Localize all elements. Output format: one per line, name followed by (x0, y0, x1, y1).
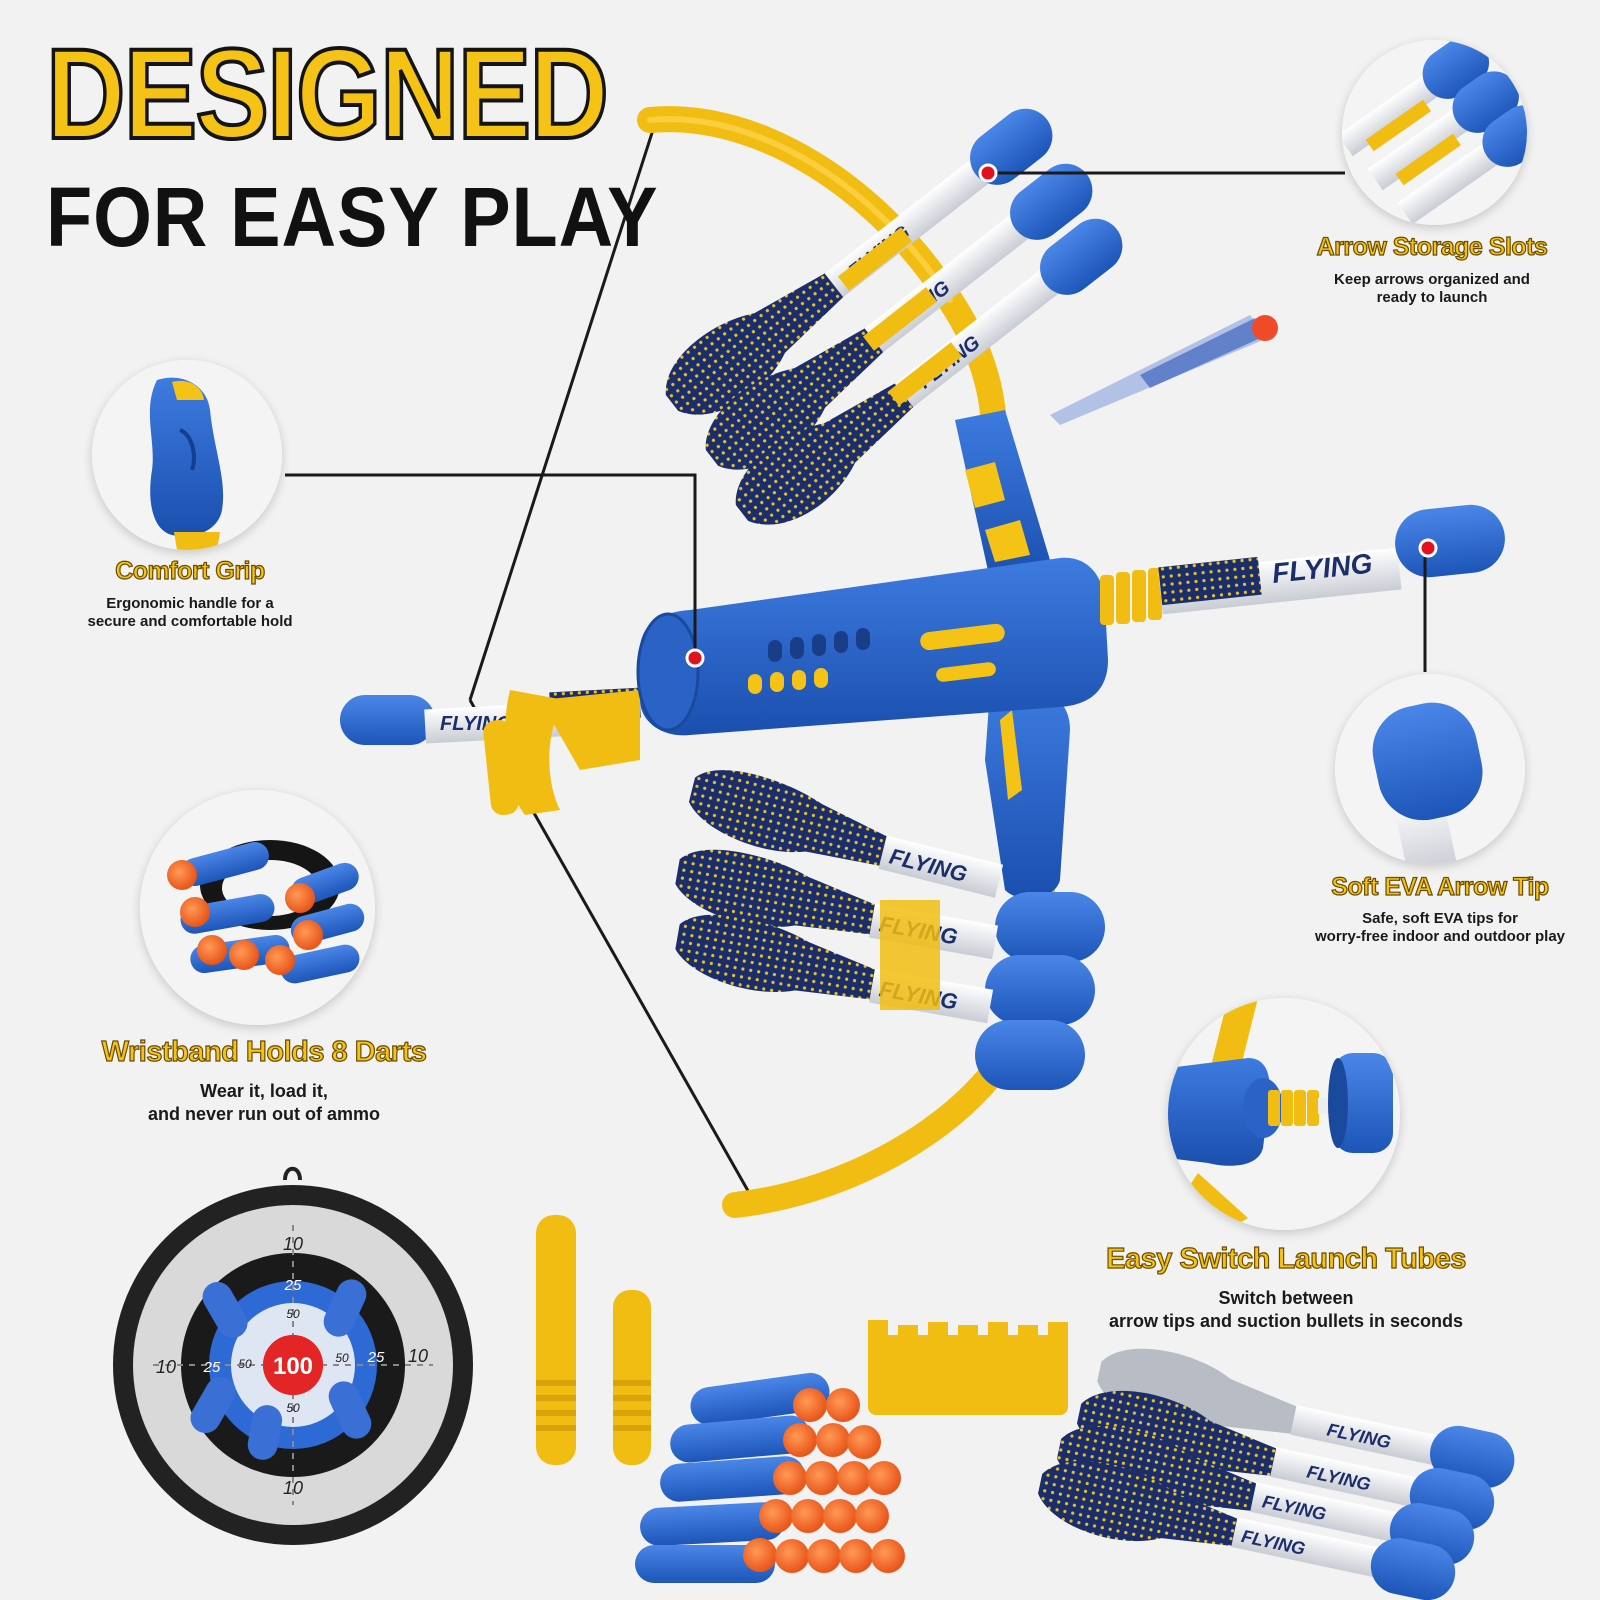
loose-arrow-pile: FLYING FLYING FLYING FLYING (1038, 1348, 1515, 1600)
barrel-vents (748, 623, 1005, 694)
svg-text:10: 10 (283, 1234, 303, 1254)
target-center-score: 100 (273, 1353, 313, 1380)
grip-callout-image (92, 360, 282, 550)
tip-description: Safe, soft EVA tips for worry-free indoo… (1314, 910, 1566, 945)
tip-marker (1418, 538, 1438, 558)
tip-title: Soft EVA Arrow Tip (1331, 872, 1550, 901)
svg-text:50: 50 (238, 1357, 252, 1371)
svg-text:10: 10 (156, 1357, 176, 1377)
target-board: 100 10 10 10 10 25 25 25 50 50 50 50 (113, 1166, 473, 1545)
lower-arrow-stack: FLYING FLYING FLYING (675, 770, 1105, 1090)
headline-secondary: FOR EASY PLAY (46, 170, 659, 264)
rear-foam-tip (340, 695, 435, 745)
storage-callout-image (1342, 40, 1527, 225)
tubes-title: Easy Switch Launch Tubes (1106, 1242, 1467, 1275)
wristband-description: Wear it, load it, and never run out of a… (147, 1081, 381, 1124)
svg-text:50: 50 (335, 1351, 349, 1365)
wristband-title: Wristband Holds 8 Darts (101, 1035, 427, 1068)
svg-text:25: 25 (203, 1359, 221, 1376)
launch-spring (1100, 568, 1162, 625)
grip-marker (685, 648, 705, 668)
grip-title: Comfort Grip (115, 556, 266, 585)
svg-text:25: 25 (367, 1349, 385, 1366)
grip-description: Ergonomic handle for a secure and comfor… (87, 595, 293, 630)
svg-text:10: 10 (283, 1478, 303, 1498)
bow-string-upper (468, 107, 662, 701)
storage-marker (978, 163, 998, 183)
flying-dart-tip (1252, 315, 1278, 341)
callout-leader-lines (285, 171, 1427, 672)
upper-arrow-stack: FLYING FLYING FLYING (665, 108, 1123, 525)
headline-primary: DESIGNED (44, 23, 610, 166)
front-foam-tip (1395, 504, 1505, 578)
foam-dart-pile (635, 1372, 905, 1583)
storage-title: Arrow Storage Slots (1316, 232, 1549, 261)
tip-callout-image (1335, 674, 1525, 864)
arrow-clip-accessory (868, 1320, 1068, 1415)
tubes-description: Switch between arrow tips and suction bu… (1108, 1288, 1464, 1331)
draw-handle (505, 690, 565, 815)
svg-text:50: 50 (286, 1307, 300, 1321)
storage-description: Keep arrows organized and ready to launc… (1334, 271, 1530, 306)
svg-text:10: 10 (408, 1346, 428, 1366)
svg-text:50: 50 (286, 1401, 300, 1415)
wristband-callout-image (140, 790, 375, 1025)
svg-text:25: 25 (284, 1277, 302, 1294)
tubes-callout-image (1168, 998, 1400, 1230)
launch-tubes (536, 1215, 651, 1465)
